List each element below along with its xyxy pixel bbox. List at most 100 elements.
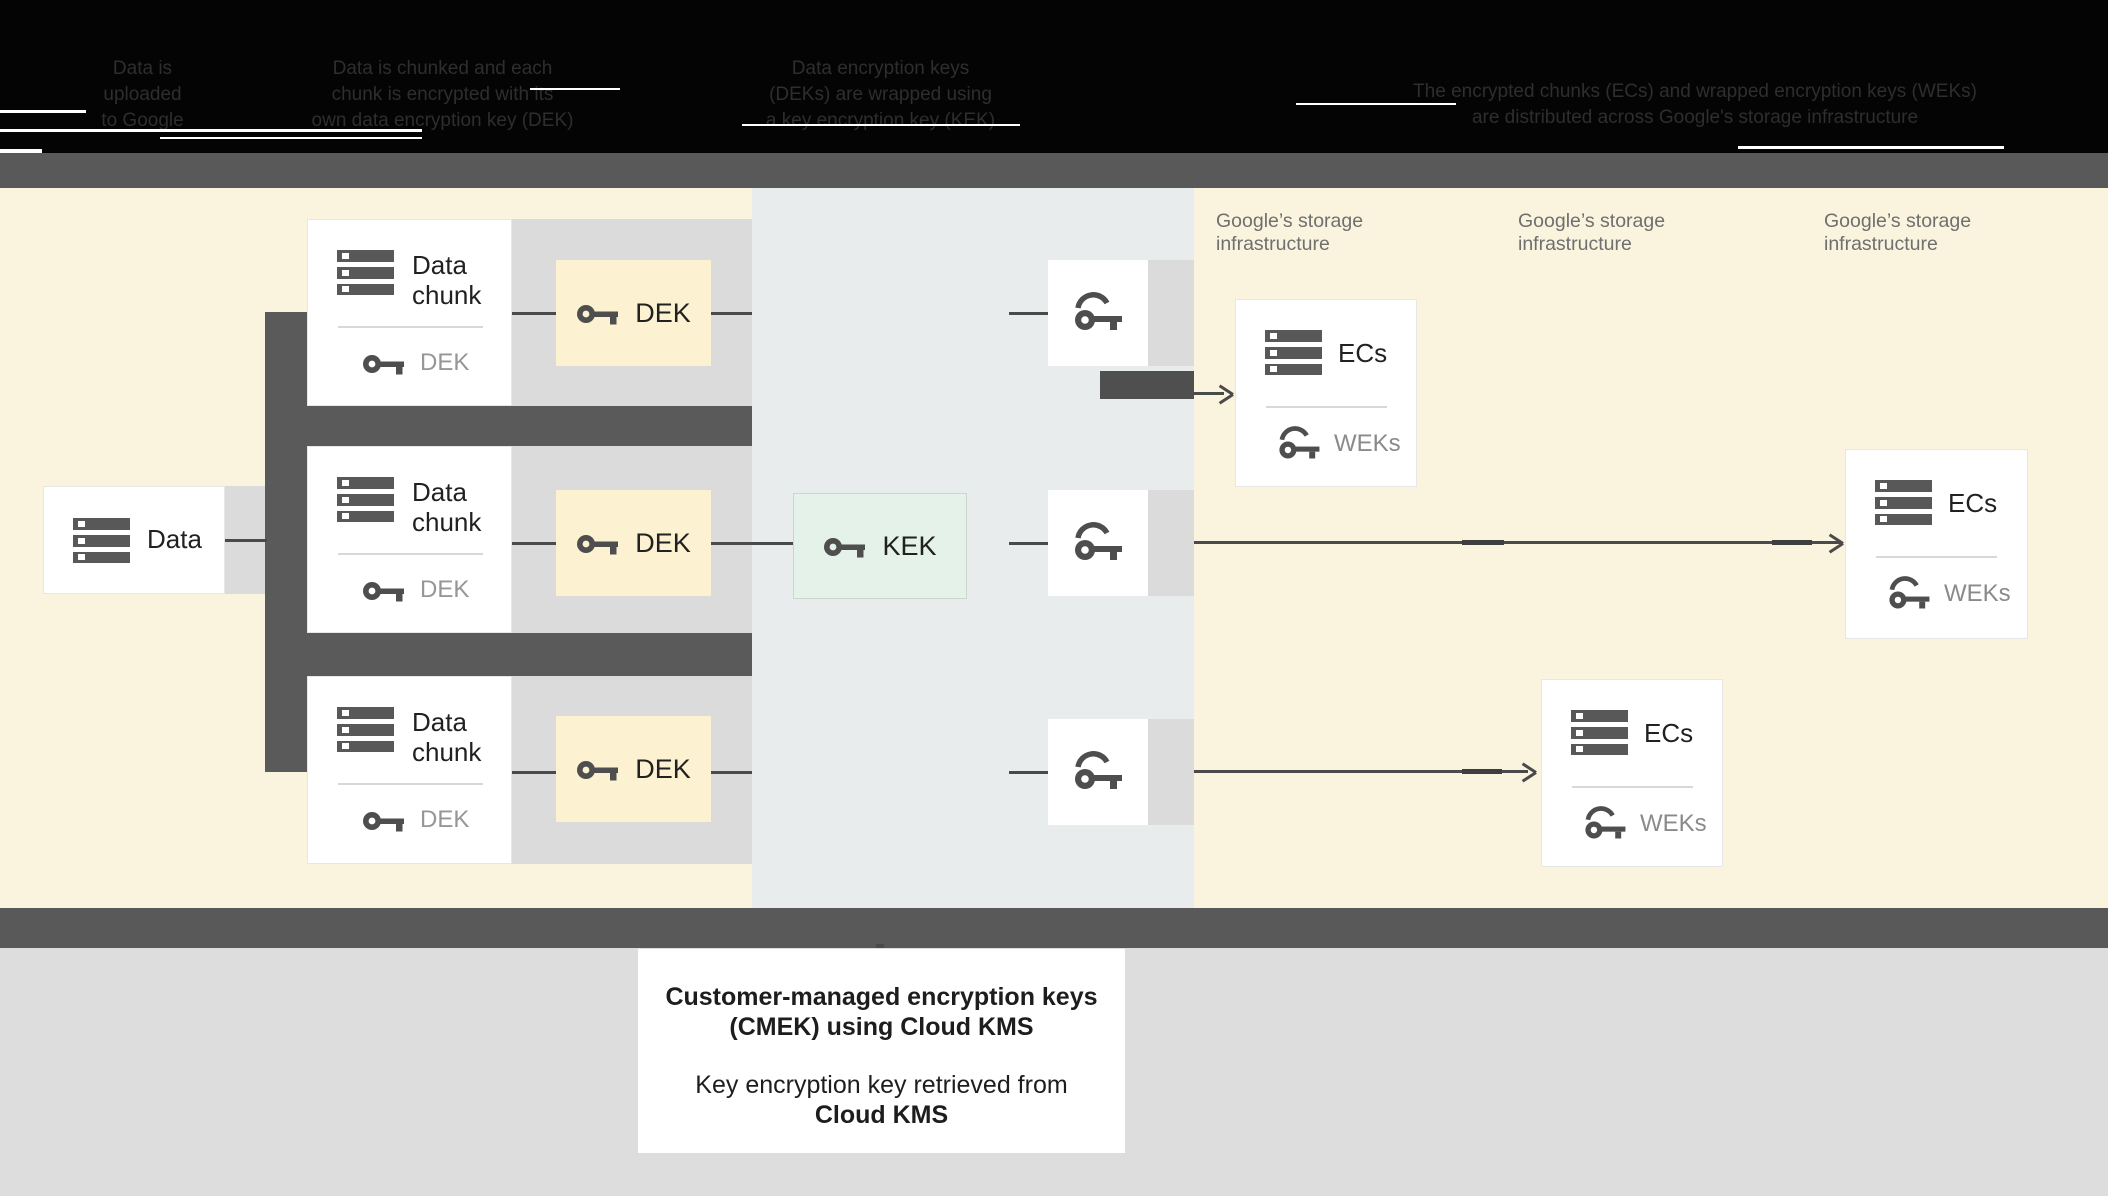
arrow-dash bbox=[1462, 769, 1502, 774]
dek-subrow: DEK bbox=[362, 805, 469, 835]
connector-line bbox=[512, 542, 556, 545]
arrowhead-icon bbox=[1826, 533, 1843, 553]
note-line: Customer-managed encryption keys bbox=[665, 983, 1098, 1011]
connector-line bbox=[1009, 771, 1048, 774]
dek-sublabel: DEK bbox=[420, 806, 470, 833]
storage-label-1: Google’s storage infrastructure bbox=[1216, 210, 1364, 255]
glitch-line bbox=[160, 137, 422, 139]
key-icon bbox=[363, 582, 404, 602]
data-card-content: Data bbox=[73, 518, 202, 563]
kek-chip-label: KEK bbox=[882, 531, 937, 561]
arrow-line-row1 bbox=[1194, 392, 1224, 395]
card-divider bbox=[1266, 406, 1387, 408]
datastore-icon bbox=[1875, 480, 1932, 525]
ec-card-content: ECs bbox=[1265, 330, 1387, 375]
datastore-icon bbox=[1265, 330, 1322, 375]
wek-subrow: WEKs bbox=[1276, 426, 1401, 462]
header-step-chunk: Data is chunked and each chunk is encryp… bbox=[285, 56, 600, 134]
dek-chip-3: DEK bbox=[556, 716, 711, 822]
key-tile-strip bbox=[1148, 490, 1194, 596]
connector-line bbox=[711, 312, 752, 315]
header-step-upload: Data is uploaded to Google bbox=[40, 56, 245, 134]
card-divider bbox=[338, 326, 483, 328]
header-step-line: Data is bbox=[112, 58, 173, 79]
connector-line bbox=[711, 542, 793, 545]
glitch-line bbox=[1296, 103, 1456, 105]
key-icon bbox=[1279, 426, 1320, 459]
cmek-note-card: Customer-managed encryption keys (CMEK) … bbox=[638, 949, 1125, 1153]
glitch-line bbox=[742, 124, 1020, 126]
header-step-line: a key encryption key (KEK) bbox=[765, 110, 996, 131]
kek-chip: KEK bbox=[793, 493, 967, 599]
card-divider bbox=[338, 553, 483, 555]
storage-label-3: Google’s storage infrastructure bbox=[1824, 210, 1972, 255]
note-line: Cloud KMS bbox=[814, 1101, 949, 1129]
glitch-line bbox=[282, 129, 422, 132]
key-icon bbox=[1889, 576, 1930, 609]
dek-subrow: DEK bbox=[362, 575, 469, 605]
ec-card-content: ECs bbox=[1571, 710, 1693, 755]
data-chunk-card-1: Data chunk DEK bbox=[307, 219, 512, 406]
card-divider bbox=[1876, 556, 1997, 558]
datastore-icon bbox=[337, 250, 394, 295]
chunk-card-title: Data chunk bbox=[412, 477, 482, 537]
ec-card-content: ECs bbox=[1875, 480, 1997, 525]
key-icon bbox=[363, 355, 404, 375]
glitch-line bbox=[0, 149, 42, 153]
bottom-gray-band bbox=[0, 908, 2108, 948]
header-step-line: own data encryption key (DEK) bbox=[311, 110, 574, 131]
key-icon bbox=[577, 535, 619, 555]
header-step-line: The encrypted chunks (ECs) and wrapped e… bbox=[1413, 81, 1977, 102]
connector-line bbox=[1009, 312, 1048, 315]
note-line: (CMEK) using Cloud KMS bbox=[729, 1013, 1034, 1041]
dek-chip-2: DEK bbox=[556, 490, 711, 596]
ec-card-2: ECs WEKs bbox=[1845, 449, 2028, 639]
glitch-line bbox=[0, 110, 86, 113]
header-step-distribute: The encrypted chunks (ECs) and wrapped e… bbox=[1300, 79, 2090, 131]
footer-area: Customer-managed encryption keys (CMEK) … bbox=[0, 948, 2108, 1196]
kms-key-tile-2 bbox=[1048, 490, 1148, 596]
glitch-line bbox=[530, 88, 620, 90]
card-divider bbox=[1572, 786, 1693, 788]
arrow-dash bbox=[1462, 540, 1504, 545]
data-chunk-card-2: Data chunk DEK bbox=[307, 446, 512, 633]
key-icon bbox=[363, 812, 404, 832]
dek-chip-label: DEK bbox=[635, 754, 691, 784]
kms-key-tile-1 bbox=[1048, 260, 1148, 366]
diagram-area: Data Data chunk DEK bbox=[0, 188, 2108, 908]
header-step-line: chunk is encrypted with its bbox=[331, 84, 554, 105]
glitch-line bbox=[1738, 146, 2004, 149]
key-icon bbox=[577, 305, 619, 325]
header-bar: Data is uploaded to Google Data is chunk… bbox=[0, 0, 2108, 153]
key-icon bbox=[1585, 806, 1626, 839]
header-step-wrap: Data encryption keys (DEKs) are wrapped … bbox=[728, 56, 1033, 134]
dek-chip-1: DEK bbox=[556, 260, 711, 366]
inter-row-band-1 bbox=[290, 406, 752, 446]
ec-card-title: ECs bbox=[1644, 718, 1694, 748]
storage-label-2: Google’s storage infrastructure bbox=[1518, 210, 1666, 255]
ec-card-3: ECs WEKs bbox=[1541, 679, 1723, 867]
key-tile-strip bbox=[1148, 260, 1194, 366]
note-line: Key encryption key retrieved from bbox=[695, 1071, 1068, 1099]
header-step-line: Data encryption keys bbox=[791, 58, 970, 79]
datastore-icon bbox=[73, 518, 130, 563]
card-divider bbox=[338, 783, 483, 785]
wek-subrow: WEKs bbox=[1886, 576, 2011, 612]
inter-row-band-2 bbox=[290, 633, 752, 676]
ec-card-1: ECs WEKs bbox=[1235, 299, 1417, 487]
key-icon bbox=[824, 538, 866, 558]
kms-key-icon bbox=[1075, 522, 1122, 560]
connector-line bbox=[512, 312, 556, 315]
arrow-dash bbox=[1772, 540, 1812, 545]
wek-sublabel: WEKs bbox=[1334, 430, 1401, 457]
header-step-line: Data is chunked and each bbox=[332, 58, 553, 79]
chunk-card-content: Data chunk bbox=[337, 707, 498, 767]
glitch-line bbox=[0, 129, 332, 132]
header-step-line: (DEKs) are wrapped using bbox=[769, 84, 992, 105]
kms-key-tile-3 bbox=[1048, 719, 1148, 825]
wrapped-key-bar bbox=[1100, 371, 1194, 399]
chunk-card-title: Data chunk bbox=[412, 250, 482, 310]
datastore-icon bbox=[1571, 710, 1628, 755]
wek-sublabel: WEKs bbox=[1944, 580, 2011, 607]
